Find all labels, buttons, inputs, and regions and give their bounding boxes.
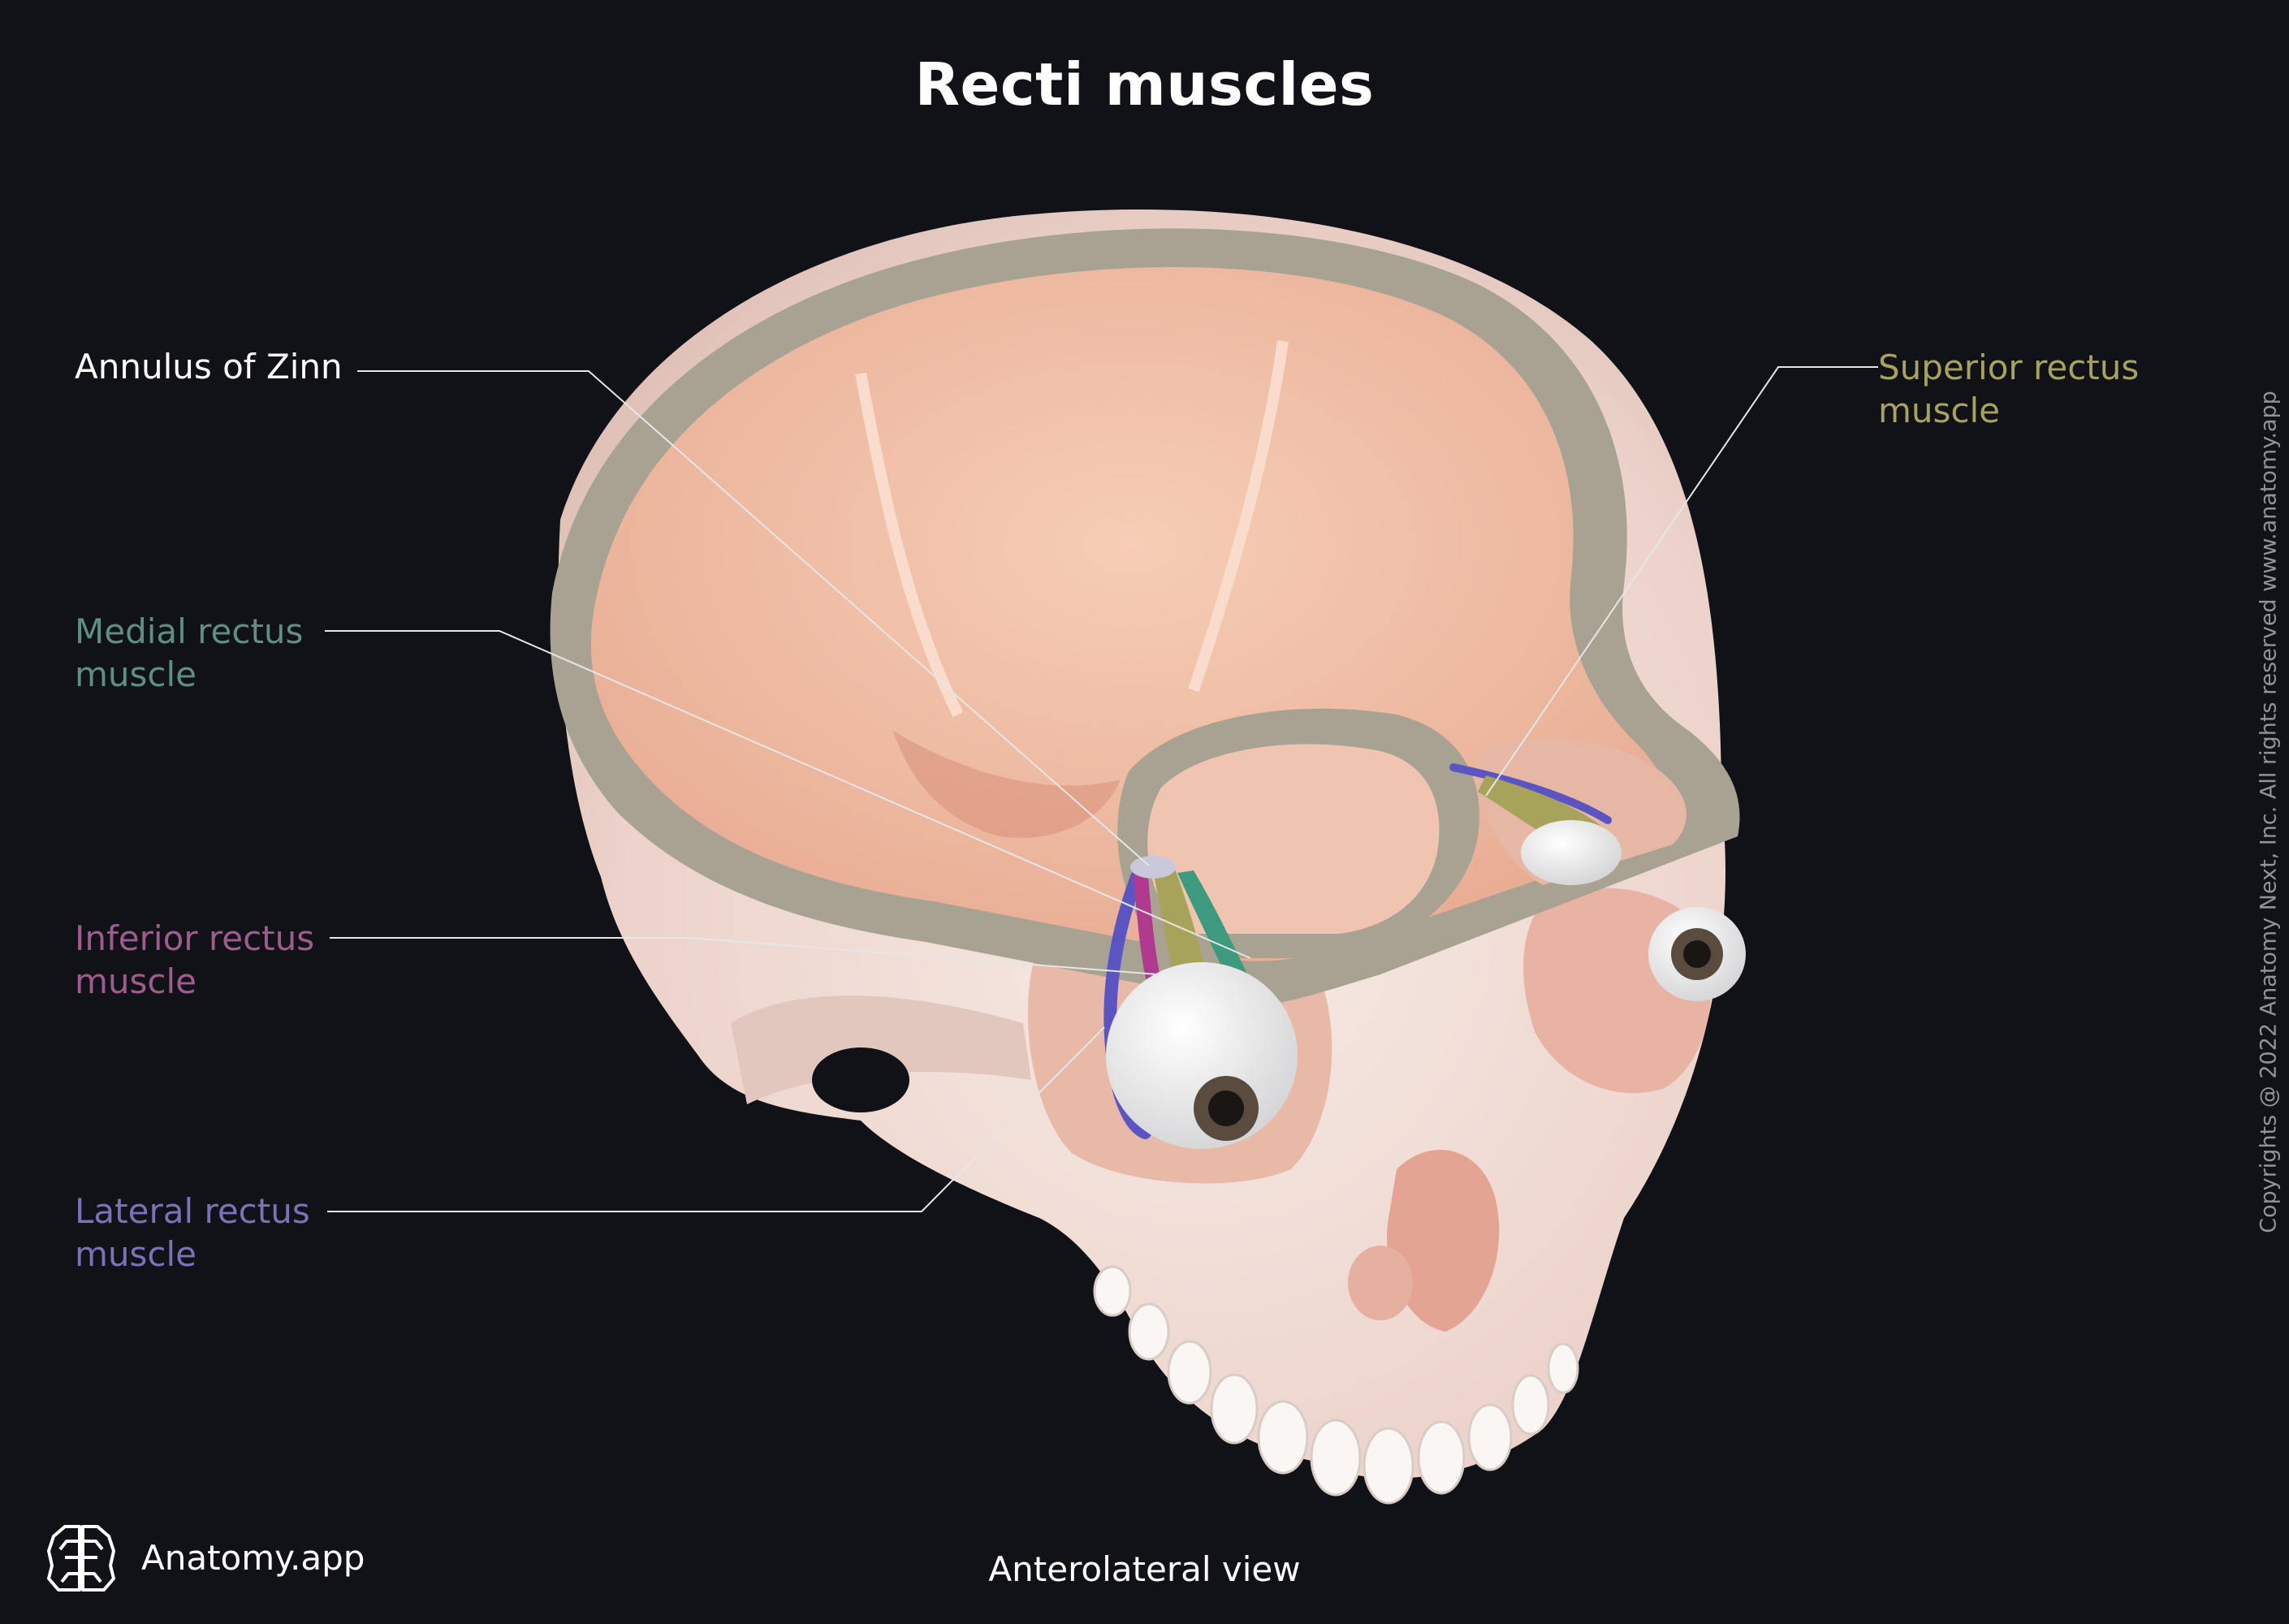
leader-medial: [325, 630, 1251, 959]
right-eye-group: [1103, 856, 1298, 1149]
label-medial-line1: Medial rectus: [75, 611, 304, 651]
left-eyeball: [1521, 820, 1622, 885]
brand[interactable]: Anatomy.app: [41, 1517, 365, 1598]
brand-name: Anatomy.app: [141, 1537, 365, 1578]
label-superior-line1: Superior rectus: [1878, 348, 2140, 387]
label-inferior-rectus: Inferior rectus muscle: [75, 917, 314, 1003]
label-lateral-line1: Lateral rectus: [75, 1191, 310, 1231]
copyright-notice: Copyrights @ 2022 Anatomy Next, Inc. All…: [2256, 391, 2282, 1233]
label-medial-line2: muscle: [75, 654, 197, 694]
brain-icon: [47, 1525, 115, 1592]
left-pupil: [1683, 940, 1711, 968]
label-superior-rectus: Superior rectus muscle: [1878, 346, 2139, 432]
label-lateral-rectus: Lateral rectus muscle: [75, 1190, 310, 1276]
label-annulus-of-zinn: Annulus of Zinn: [75, 345, 343, 388]
teeth: [1093, 1265, 1579, 1505]
label-lateral-line2: muscle: [75, 1234, 197, 1274]
label-superior-line2: muscle: [1878, 391, 2001, 430]
middle-fossa-shadow: [893, 731, 1121, 838]
label-annulus-line1: Annulus of Zinn: [75, 347, 343, 387]
maxillary-opening: [1348, 1246, 1413, 1320]
leader-lateral: [327, 1026, 1105, 1212]
view-caption: Anterolateral view: [988, 1549, 1301, 1589]
temporal-fossa: [812, 1047, 909, 1112]
page-title: Recti muscles: [914, 50, 1375, 119]
label-inferior-line2: muscle: [75, 961, 197, 1001]
orbital-window: [1147, 744, 1440, 934]
left-eye-group: [1449, 763, 1746, 1001]
label-medial-rectus: Medial rectus muscle: [75, 610, 303, 696]
leader-annulus: [357, 370, 1150, 866]
zygomatic-arch: [731, 996, 1031, 1104]
leader-inferior: [330, 937, 1158, 975]
left-lateral-rectus: [1449, 763, 1612, 824]
leader-lines: [325, 366, 1878, 1212]
annulus-of-zinn: [1130, 856, 1176, 879]
right-pupil: [1208, 1091, 1244, 1126]
label-inferior-line1: Inferior rectus: [75, 918, 315, 958]
fossa-ridge: [855, 340, 1289, 718]
nasal-aperture: [1387, 1150, 1500, 1332]
leader-superior: [1485, 366, 1878, 797]
